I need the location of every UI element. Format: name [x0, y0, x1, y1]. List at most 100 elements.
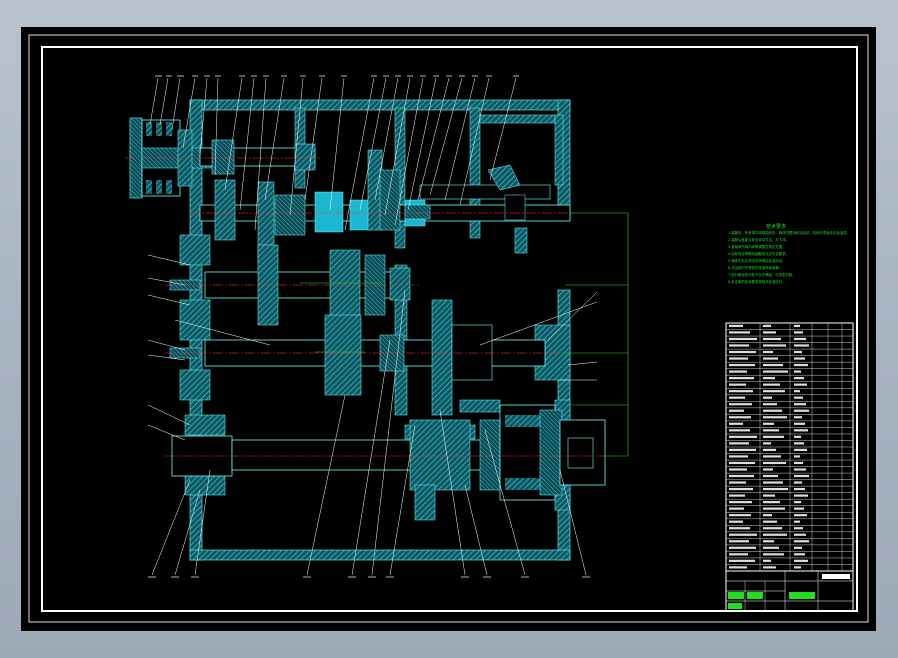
parts-list-cell-mark [729, 409, 744, 412]
parts-list-cell-mark [729, 344, 749, 347]
parts-list-cell-mark [763, 487, 788, 491]
parts-list-cell-mark [794, 416, 802, 419]
parts-list-cell-mark [763, 383, 780, 386]
parts-list-cell-mark [794, 533, 806, 536]
parts-list-cell-mark [729, 422, 743, 425]
parts-list-cell-mark [794, 409, 809, 412]
parts-list-cell-mark [794, 435, 801, 438]
parts-list-cell-mark [763, 540, 774, 543]
parts-list-cell-mark [794, 540, 809, 543]
parts-list-cell-mark [794, 494, 808, 497]
parts-list-cell-mark [794, 390, 800, 393]
parts-list-cell-mark [763, 455, 781, 458]
parts-list-cell-mark [763, 448, 776, 451]
parts-list-cell-mark [794, 363, 808, 367]
parts-list-cell-mark [794, 520, 800, 523]
shaft-5-output[interactable] [171, 404, 606, 521]
requirement-1: 1.装配前，所有零件用煤油清洗，箱体内壁涂耐油油漆，机体外表面涂灰色油漆。 [728, 230, 850, 235]
parts-list-cell-mark [729, 337, 757, 341]
parts-list-cell-mark [729, 357, 748, 360]
requirement-5: 5.箱体内加注规定的润滑油至油标线。 [728, 258, 785, 263]
title-block [725, 570, 854, 612]
parts-list-cell-mark [729, 481, 746, 484]
shaft-1-input[interactable] [199, 139, 316, 175]
parts-list-cell-mark [763, 331, 776, 334]
parts-list-cell-mark [729, 566, 747, 569]
parts-list-cell-mark [729, 370, 747, 373]
parts-list-cell-mark [763, 435, 784, 438]
parts-list-cell-mark [763, 546, 779, 549]
parts-list-cell-mark [763, 527, 782, 530]
centerlines [125, 157, 610, 457]
parts-list-cell-mark [729, 331, 750, 334]
parts-list-cell-mark [729, 363, 755, 367]
parts-list-cell-mark [729, 455, 748, 458]
parts-list-cell-mark [729, 390, 753, 393]
parts-list-cell-mark [794, 514, 807, 517]
parts-list-cell-mark [794, 546, 802, 549]
parts-list-cell-mark [763, 396, 772, 399]
parts-list-cell-mark [763, 390, 785, 393]
leader-lines-top [149, 77, 517, 231]
requirement-7: 7.剖分面及密封处不允许漏油，可涂密封胶。 [728, 272, 796, 277]
parts-list-cell-mark [763, 566, 776, 569]
parts-list-cell-mark [794, 448, 807, 451]
technical-requirements: 技术要求 1.装配前，所有零件用煤油清洗，箱体内壁涂耐油油漆，机体外表面涂灰色油… [728, 223, 850, 284]
parts-list-cell-mark [794, 461, 803, 465]
parts-list-cell-mark [729, 527, 750, 530]
parts-list-cell-mark [794, 553, 805, 556]
parts-list-cell-mark [794, 396, 803, 399]
parts-list-cell-mark [729, 377, 754, 380]
parts-list-cell-mark [763, 442, 771, 445]
requirement-4: 4.齿轮啮合侧隙及接触斑点应符合要求。 [728, 251, 789, 256]
parts-list-cell-mark [763, 429, 779, 432]
parts-list-cell-mark [729, 546, 756, 549]
parts-list-cell-mark [794, 377, 804, 380]
parts-list-cell-mark [794, 429, 808, 432]
parts-list-cell-mark [794, 566, 801, 569]
parts-list-cell-mark [763, 403, 777, 406]
parts-list-cell-mark [729, 540, 749, 543]
outer-frame [28, 34, 869, 623]
parts-list-cell-mark [729, 416, 751, 419]
requirement-6: 6.试运转时不得有异常噪声和渗漏。 [728, 265, 782, 270]
parts-list-cell-mark [729, 442, 749, 445]
parts-list-cell-mark [763, 357, 778, 360]
parts-list-cell-mark [763, 501, 780, 504]
parts-list-cell-mark [729, 350, 756, 354]
parts-list-cell-mark [794, 403, 806, 406]
parts-list-cell-mark [729, 429, 750, 432]
parts-list-cell-mark [763, 553, 784, 556]
shift-fork-mechanism[interactable] [404, 164, 551, 254]
parts-list-cell-mark [794, 559, 808, 562]
parts-list-cell-mark [729, 396, 745, 399]
parts-list-cell-mark [729, 520, 743, 523]
parts-list-cell-mark [763, 363, 783, 367]
border-frame [41, 46, 858, 612]
parts-list-cell-mark [794, 507, 804, 510]
parts-list-cell-mark [794, 527, 803, 530]
parts-list-cell-mark [794, 455, 800, 458]
parts-list-cell-mark [729, 324, 743, 327]
parts-list-cell-mark [794, 344, 809, 347]
requirement-3: 3.各轴承的轴向间隙调整至规定范围。 [728, 244, 785, 249]
parts-list-cell-mark [763, 350, 773, 354]
parts-list-cell-mark [729, 461, 755, 465]
parts-list-cell-mark [763, 481, 783, 484]
parts-list-cell-mark [794, 468, 806, 471]
parts-list-cell-mark [729, 514, 751, 517]
parts-list-cell-mark [763, 370, 788, 373]
parts-list-cell-mark [763, 422, 774, 425]
parts-list-cell-mark [794, 442, 804, 445]
parts-list-cell-mark [729, 553, 748, 556]
parts-list-cell-mark [794, 474, 809, 478]
parts-list-cell-mark [794, 370, 801, 373]
parts-list-cell-mark [763, 377, 775, 380]
requirement-8: 8.未注明的技术要求按相关标准执行。 [728, 279, 785, 284]
parts-list-table [725, 322, 854, 572]
parts-list-cell-mark [763, 533, 787, 536]
parts-list-cell-mark [763, 514, 772, 517]
leader-lines-bottom [147, 254, 598, 576]
parts-list-cell-mark [763, 337, 781, 341]
